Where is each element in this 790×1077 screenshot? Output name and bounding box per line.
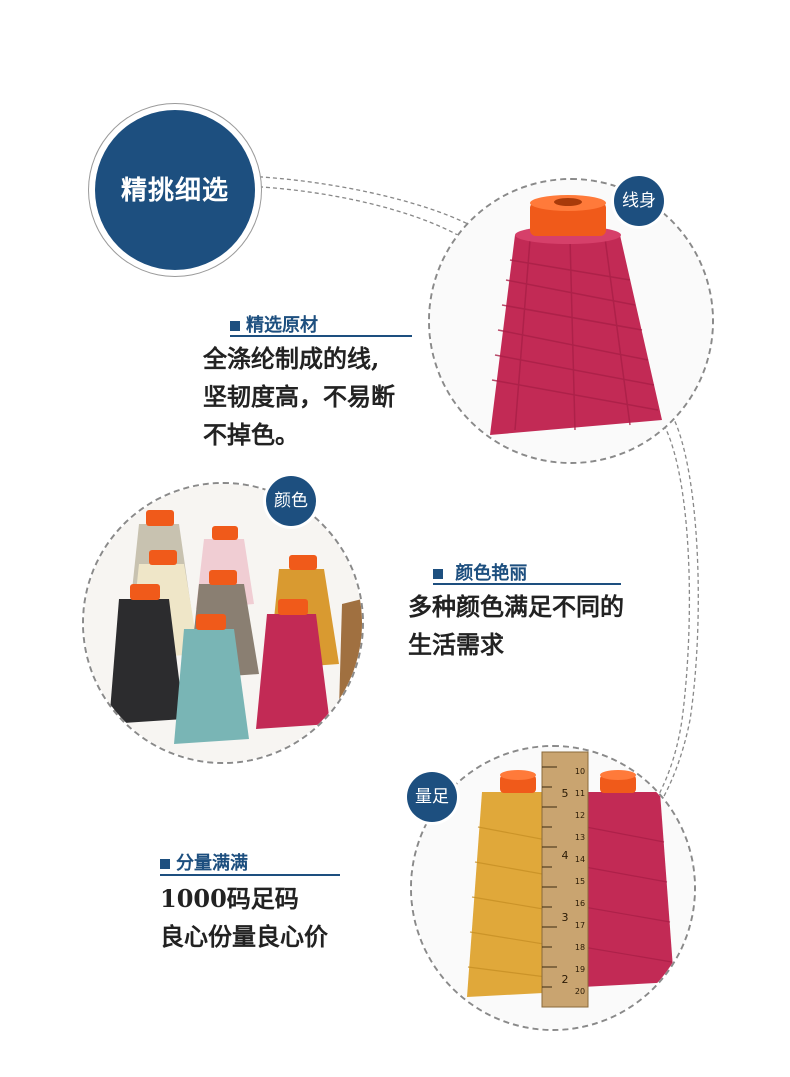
section-divider [230, 335, 412, 337]
badge-quantity: 量足 [407, 772, 457, 822]
pink-spool-image [430, 180, 712, 462]
section-divider [433, 583, 621, 585]
section-header-quantity: 分量满满 [160, 849, 248, 875]
thread-body-photo [428, 178, 714, 464]
ruler-inch-labels: 10 11 12 13 14 15 16 17 18 19 20 [574, 767, 586, 996]
spools-with-ruler-image [412, 747, 694, 1029]
title-badge: 精挑细选 [95, 110, 255, 270]
section-text-quantity: 1000码足码 良心份量良心价 [160, 884, 328, 951]
quantity-photo: 5 4 3 2 10 11 12 13 14 15 16 17 18 19 20 [410, 745, 696, 1031]
bullet-square-icon [160, 859, 170, 869]
section-divider [160, 874, 340, 876]
section-header-colors: 颜色艳丽 [433, 559, 527, 585]
ruler-cm-labels: 5 4 3 2 [561, 787, 569, 986]
badge-colors: 颜色 [266, 476, 316, 526]
bullet-square-icon [433, 569, 443, 579]
section-header-material: 精选原材 [230, 311, 318, 337]
multicolor-spools-image [84, 484, 362, 762]
badge-thread-body: 线身 [614, 176, 664, 226]
colors-photo [82, 482, 364, 764]
title-badge-label: 精挑细选 [120, 176, 229, 206]
section-text-material: 全涤纶制成的线, 坚韧度高，不易断 不掉色。 [203, 344, 395, 449]
section-text-colors: 多种颜色满足不同的 生活需求 [408, 592, 624, 659]
bullet-square-icon [230, 321, 240, 331]
